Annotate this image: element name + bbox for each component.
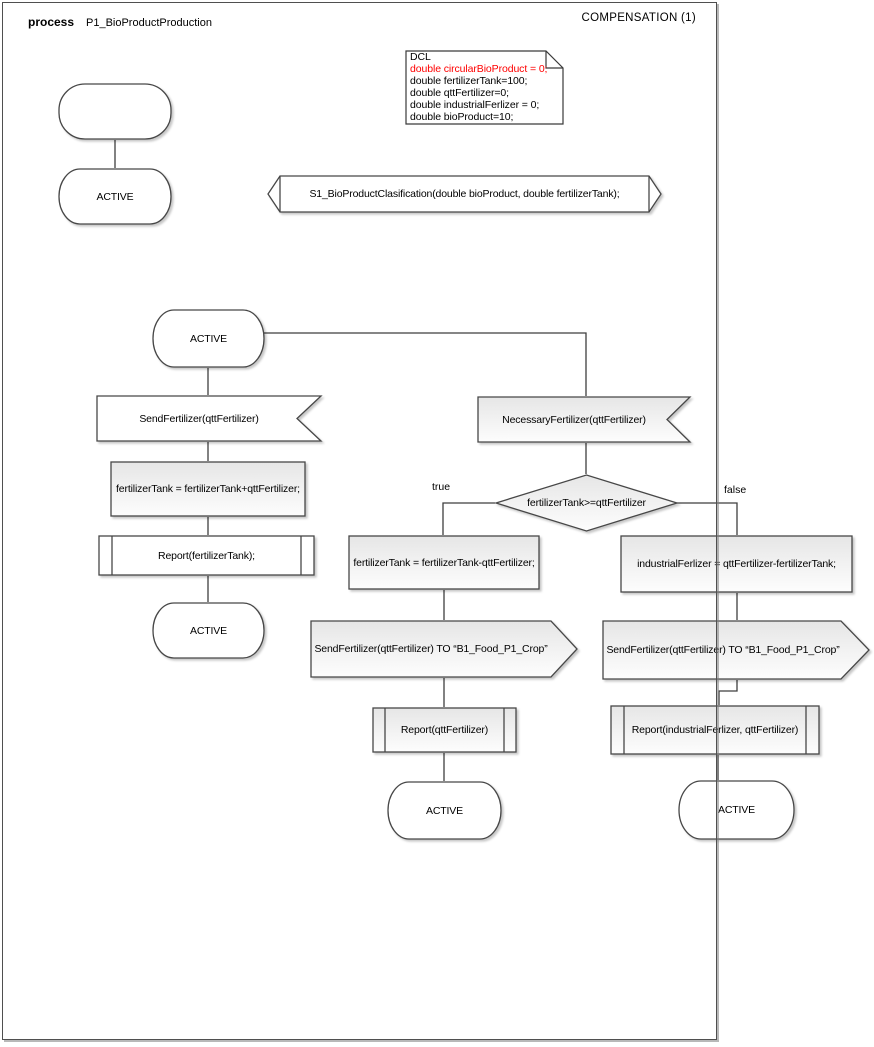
task-node-subtract-fertilizer[interactable]: fertilizerTank = fertilizerTank-qttFerti… [348,535,540,590]
output-signal-label: SendFertilizer(qttFertilizer) TO “B1_Foo… [606,644,840,656]
state-node-active-false[interactable]: ACTIVE [678,780,795,840]
output-signal-label: SendFertilizer(qttFertilizer) TO “B1_Foo… [314,643,548,655]
declaration-line: double bioProduct=10; [410,110,514,123]
declaration-line: double qttFertilizer=0; [410,86,509,99]
report-label: Report(fertilizerTank); [158,549,255,562]
state-label: ACTIVE [189,624,228,637]
declaration-line: double industrialFerlizer = 0; [410,98,540,111]
task-node-add-fertilizer[interactable]: fertilizerTank = fertilizerTank+qttFerti… [110,461,306,517]
decision-node-tank-check[interactable]: fertilizerTank>=qttFertilizer [493,474,680,532]
output-signal-send-fertilizer-true[interactable]: SendFertilizer(qttFertilizer) TO “B1_Foo… [310,620,578,678]
report-node-industrial-fertilizer[interactable]: Report(industrialFerlizer, qttFertilizer… [610,705,820,755]
state-label: ACTIVE [189,332,228,345]
declaration-line: double fertilizerTank=100; [410,74,528,87]
task-node-industrial-fertilizer[interactable]: industrialFerlizer = qttFertilizer-ferti… [620,535,853,593]
state-node-active-main[interactable]: ACTIVE [152,309,265,368]
decision-label: fertilizerTank>=qttFertilizer [527,497,646,509]
state-node-active-after-add[interactable]: ACTIVE [152,602,265,659]
branch-label-true: true [432,481,451,493]
state-node-active-initial[interactable]: ACTIVE [58,168,172,225]
process-name: P1_BioProductProduction [86,17,212,29]
task-label: fertilizerTank = fertilizerTank+qttFerti… [116,483,300,495]
input-signal-label: SendFertilizer(qttFertilizer) [139,412,259,425]
report-node-qtt-fertilizer[interactable]: Report(qttFertilizer) [372,707,517,753]
state-node-active-true[interactable]: ACTIVE [387,781,502,840]
branch-label-false: false [724,484,747,496]
diagram-kind-label: process [28,15,75,29]
task-label: industrialFerlizer = qttFertilizer-ferti… [637,558,836,570]
state-label: ACTIVE [96,190,134,203]
input-signal-necessary-fertilizer[interactable]: NecessaryFertilizer(qttFertilizer) [477,396,692,443]
procedure-call-label: S1_BioProductClasification(double bioPro… [309,188,620,200]
task-label: fertilizerTank = fertilizerTank-qttFerti… [353,556,535,569]
input-signal-label: NecessaryFertilizer(qttFertilizer) [502,413,646,426]
report-label: Report(industrialFerlizer, qttFertilizer… [631,724,799,736]
start-state-node[interactable] [58,83,172,140]
declarations-note[interactable]: DCL double circularBioProduct = 0; doubl… [405,50,565,125]
report-label: Report(qttFertilizer) [400,724,489,736]
output-signal-send-fertilizer-false[interactable]: SendFertilizer(qttFertilizer) TO “B1_Foo… [602,620,870,680]
report-node-fertilizer-tank[interactable]: Report(fertilizerTank); [98,535,315,576]
dcl-keyword: DCL [410,51,431,63]
declaration-line: double circularBioProduct = 0; [410,62,548,75]
folded-corner-icon [545,51,563,69]
input-signal-send-fertilizer[interactable]: SendFertilizer(qttFertilizer) [96,395,323,442]
state-label: ACTIVE [717,804,756,816]
state-label: ACTIVE [425,804,464,817]
note-shape [405,50,564,125]
procedure-call-node[interactable]: S1_BioProductClasification(double bioPro… [267,175,662,213]
compensation-label: COMPENSATION (1) [581,12,696,24]
